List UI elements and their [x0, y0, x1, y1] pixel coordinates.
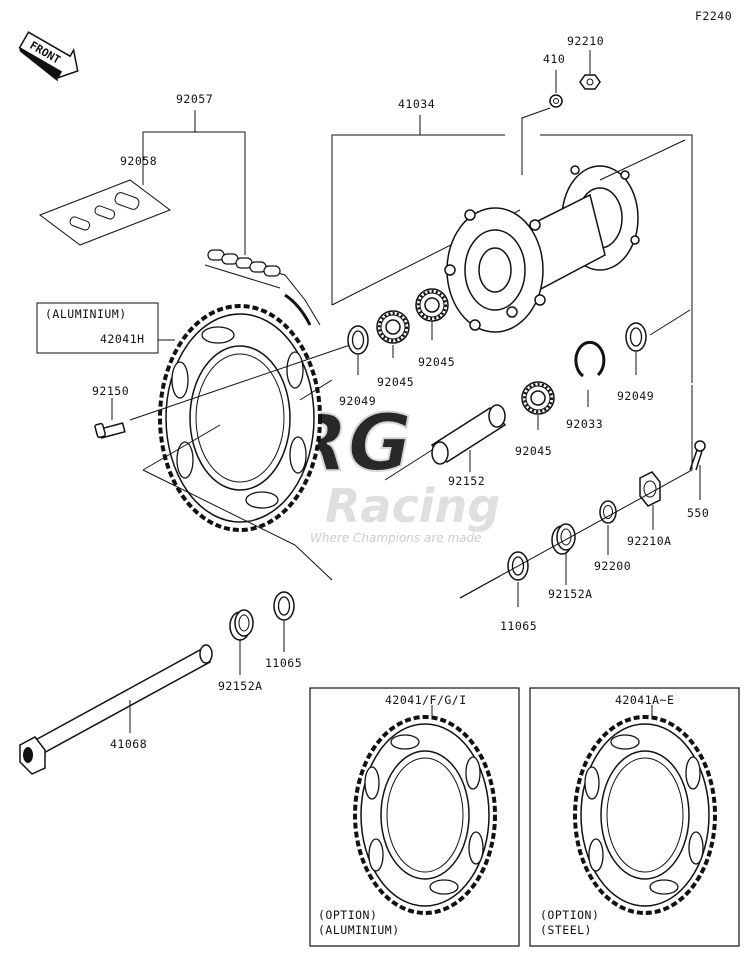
master-link: [38, 179, 172, 246]
rear-hub: [444, 165, 640, 333]
washer-410: [549, 94, 563, 108]
bearing-92045-a: [375, 309, 411, 345]
seal-11065-left: [273, 591, 295, 621]
label-aluminium: (ALUMINIUM): [45, 307, 127, 321]
castle-nut-92210a: [639, 471, 661, 507]
part-labels: 92057 92058 41034 410 92210 (ALUMINIUM) …: [45, 34, 709, 937]
option-aluminium-part: 42041/F/G/I: [385, 693, 467, 707]
label-410: 410: [543, 52, 565, 66]
seal-92049-right: [625, 322, 647, 352]
label-92152a-left: 92152A: [218, 679, 263, 693]
label-92045-b: 92045: [418, 355, 455, 369]
aluminium-label-box: [36, 302, 159, 354]
label-11065-right: 11065: [500, 619, 537, 633]
axle-41068: [19, 644, 213, 775]
label-41068: 41068: [110, 737, 147, 751]
nut-92210: [579, 74, 601, 90]
collar-92152a-right: [551, 523, 576, 555]
label-92210: 92210: [567, 34, 604, 48]
collar-92152a-left: [229, 609, 254, 641]
bolt-92150: [94, 422, 126, 439]
circlip-92033: [574, 340, 606, 378]
label-92152: 92152: [448, 474, 485, 488]
label-92033: 92033: [566, 417, 603, 431]
label-92200: 92200: [594, 559, 631, 573]
label-11065-left: 11065: [265, 656, 302, 670]
option-box-aluminium: [309, 687, 520, 947]
label-92049-left: 92049: [339, 394, 376, 408]
label-92045-a: 92045: [377, 375, 414, 389]
cotter-pin-550: [689, 440, 706, 471]
watermark-tagline: Where Champions are made: [310, 531, 482, 545]
watermark-line2: Racing: [325, 479, 500, 533]
drive-chain: [204, 249, 321, 326]
front-arrow-icon: FRONT: [18, 31, 79, 82]
sprocket-bracket: [142, 379, 333, 581]
sprocket-42041h: [158, 304, 322, 532]
seal-92049-left: [347, 325, 369, 355]
label-550: 550: [687, 506, 709, 520]
label-92057: 92057: [176, 92, 213, 106]
spacer-92152: [430, 404, 507, 465]
label-41034: 41034: [398, 97, 435, 111]
option-steel-line1: (OPTION): [540, 908, 599, 922]
label-92045-c: 92045: [515, 444, 552, 458]
bearing-92045-c: [520, 380, 556, 416]
chain-brackets: [142, 110, 246, 255]
label-92058: 92058: [120, 154, 157, 168]
option-aluminium-line2: (ALUMINIUM): [318, 923, 400, 937]
option-steel-line2: (STEEL): [540, 923, 592, 937]
option-aluminium-line1: (OPTION): [318, 908, 377, 922]
label-42041h: 42041H: [100, 332, 145, 346]
label-92152a-right: 92152A: [548, 587, 593, 601]
option-box-steel: [529, 687, 740, 947]
bearing-92045-b: [414, 287, 450, 323]
figure-id: F2240: [695, 9, 732, 23]
label-92150: 92150: [92, 384, 129, 398]
label-92049-right: 92049: [617, 389, 654, 403]
label-92210a: 92210A: [627, 534, 672, 548]
option-steel-part: 42041A~E: [615, 693, 674, 707]
